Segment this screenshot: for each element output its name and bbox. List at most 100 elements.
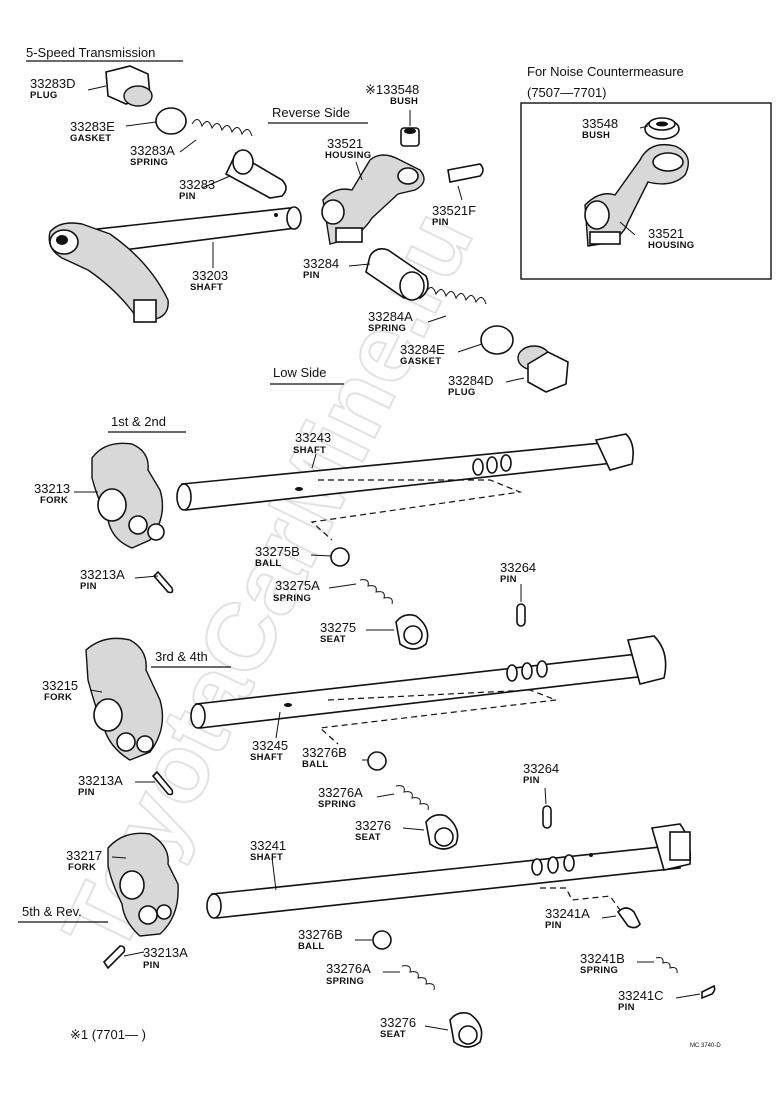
label-33521F: 33521F PIN xyxy=(432,203,476,228)
seat-33276-a xyxy=(425,814,459,850)
svg-text:33213A: 33213A xyxy=(78,773,123,788)
svg-text:FORK: FORK xyxy=(68,862,96,873)
svg-text:33283A: 33283A xyxy=(130,143,175,158)
spring-33284A xyxy=(425,287,487,305)
gasket-33284E xyxy=(480,325,514,355)
svg-text:33284A: 33284A xyxy=(368,309,413,324)
svg-text:PIN: PIN xyxy=(143,960,160,971)
spring-33283A xyxy=(191,119,253,137)
svg-text:33241A: 33241A xyxy=(545,906,590,921)
label-33275B: 33275B BALL xyxy=(255,544,300,569)
footnote: ※1 (7701— ) xyxy=(70,1027,146,1042)
svg-text:33284E: 33284E xyxy=(400,342,445,357)
label-33283D: 33283D PLUG xyxy=(30,76,76,101)
svg-text:SPRING: SPRING xyxy=(273,593,311,604)
svg-text:PIN: PIN xyxy=(78,787,95,798)
plug-33284D xyxy=(517,345,569,393)
svg-text:SEAT: SEAT xyxy=(355,832,381,843)
inset-date-range: (7507—7701) xyxy=(527,85,607,100)
svg-text:FORK: FORK xyxy=(40,495,68,506)
label-33213A-c: 33213A PIN xyxy=(143,945,188,971)
svg-text:33283: 33283 xyxy=(179,177,215,192)
pin-33213A-c xyxy=(102,945,126,970)
svg-text:33203: 33203 xyxy=(192,268,228,283)
label-33284E: 33284E GASKET xyxy=(400,342,445,367)
label-33283A: 33283A SPRING xyxy=(130,143,175,168)
svg-text:33243: 33243 xyxy=(295,430,331,445)
svg-text:33283E: 33283E xyxy=(70,119,115,134)
noise-countermeasure-inset: For Noise Countermeasure (7507—7701) xyxy=(520,64,772,280)
svg-text:33264: 33264 xyxy=(500,560,536,575)
heading-reverse-side: Reverse Side xyxy=(272,105,350,120)
svg-text:33276A: 33276A xyxy=(326,961,371,976)
svg-text:33213A: 33213A xyxy=(143,945,188,960)
label-33548-inset: 33548 BUSH xyxy=(582,116,618,141)
label-33283E: 33283E GASKET xyxy=(70,119,115,144)
svg-text:33245: 33245 xyxy=(252,738,288,753)
diagram-code: MC 3740-D xyxy=(690,1043,721,1049)
svg-text:33241: 33241 xyxy=(250,838,286,853)
svg-text:BALL: BALL xyxy=(302,759,329,770)
housing-33521 xyxy=(321,154,425,245)
heading-title: 5-Speed Transmission xyxy=(26,45,155,60)
svg-text:33275: 33275 xyxy=(320,620,356,635)
svg-text:SPRING: SPRING xyxy=(580,965,618,976)
svg-text:PLUG: PLUG xyxy=(448,387,476,398)
ball-33276B-b xyxy=(372,930,392,950)
pin-33241C xyxy=(701,984,716,1000)
svg-text:33521: 33521 xyxy=(327,136,363,151)
svg-text:PIN: PIN xyxy=(80,581,97,592)
label-33245: 33245 SHAFT xyxy=(250,738,288,763)
svg-text:33213A: 33213A xyxy=(80,567,125,582)
svg-text:PIN: PIN xyxy=(618,1002,635,1013)
ball-33276B-a xyxy=(367,751,387,771)
svg-text:33521F: 33521F xyxy=(432,203,476,218)
label-33275: 33275 SEAT xyxy=(320,620,356,645)
svg-text:33284D: 33284D xyxy=(448,373,494,388)
label-33241C: 33241C PIN xyxy=(618,988,664,1013)
pin-33521F xyxy=(447,163,484,183)
svg-text:33215: 33215 xyxy=(42,678,78,693)
fork-33217 xyxy=(107,832,179,937)
label-33284D: 33284D PLUG xyxy=(448,373,494,398)
ball-33275B xyxy=(330,547,350,567)
label-33276B-b: 33276B BALL xyxy=(298,927,343,952)
label-33276A-b: 33276A SPRING xyxy=(326,961,371,987)
svg-text:BALL: BALL xyxy=(255,558,282,569)
svg-text:33276B: 33276B xyxy=(298,927,343,942)
heading-1st-2nd: 1st & 2nd xyxy=(111,414,166,429)
svg-text:PIN: PIN xyxy=(179,191,196,202)
svg-text:FORK: FORK xyxy=(44,692,72,703)
svg-text:33276B: 33276B xyxy=(302,745,347,760)
svg-text:GASKET: GASKET xyxy=(400,356,441,367)
svg-text:33264: 33264 xyxy=(523,761,559,776)
svg-text:33241B: 33241B xyxy=(580,951,625,966)
svg-text:BUSH: BUSH xyxy=(582,130,610,141)
plug-33283D xyxy=(105,65,153,107)
label-33217: 33217 FORK xyxy=(66,848,102,873)
pin-33213A-b xyxy=(151,770,174,796)
leader-lines xyxy=(74,85,701,1031)
svg-text:33213: 33213 xyxy=(34,481,70,496)
svg-text:33275B: 33275B xyxy=(255,544,300,559)
pin-33264-a xyxy=(516,603,526,627)
svg-text:33284: 33284 xyxy=(303,256,339,271)
label-33284A: 33284A SPRING xyxy=(368,309,413,334)
label-33241: 33241 SHAFT xyxy=(250,838,286,863)
svg-text:SHAFT: SHAFT xyxy=(250,752,283,763)
label-33264-b: 33264 PIN xyxy=(523,761,559,786)
svg-text:SPRING: SPRING xyxy=(130,157,168,168)
label-33213A-a: 33213A PIN xyxy=(80,567,125,592)
label-33241B: 33241B SPRING xyxy=(580,951,625,976)
fork-33215 xyxy=(85,637,164,761)
label-33203: 33203 SHAFT xyxy=(190,268,228,293)
svg-text:SHAFT: SHAFT xyxy=(250,852,283,863)
svg-text:SEAT: SEAT xyxy=(380,1029,406,1040)
svg-text:PIN: PIN xyxy=(545,920,562,931)
pin-33264-b xyxy=(542,805,552,829)
svg-text:PIN: PIN xyxy=(500,574,517,585)
seat-33275 xyxy=(395,614,429,650)
label-33213: 33213 FORK xyxy=(34,481,70,506)
heading-low-side: Low Side xyxy=(273,365,326,380)
label-33276B-a: 33276B BALL xyxy=(302,745,347,770)
